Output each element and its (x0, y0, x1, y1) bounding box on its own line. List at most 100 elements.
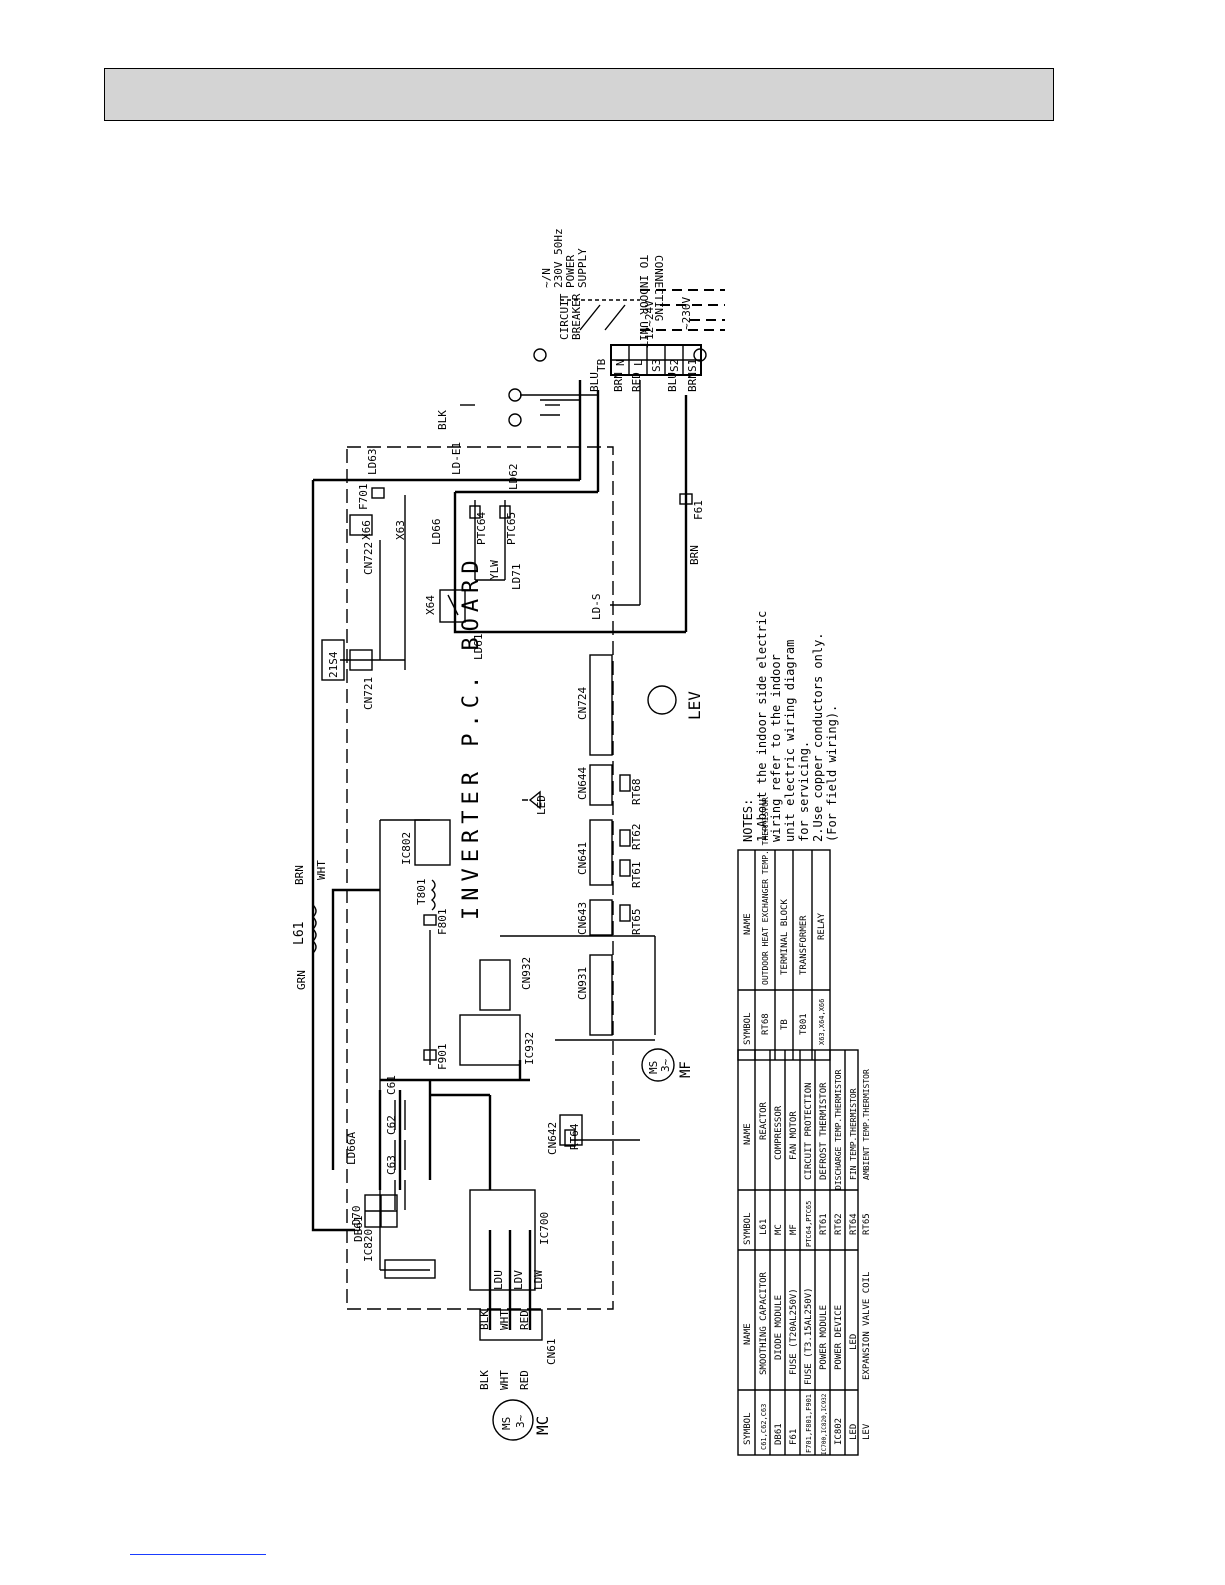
legend2-r2-c4: COMPRESSOR (774, 1105, 784, 1160)
cn722-label: CN722 (362, 542, 375, 575)
cn932-connector (479, 959, 511, 1011)
legend2-r5-c1: IC700,IC820,IC932 (821, 1393, 828, 1455)
tb-wire-1: BLU (588, 372, 601, 392)
legend1-header-name: NAME (743, 913, 753, 935)
wire-blk-cn61: BLK (478, 1310, 491, 1330)
legend2-r1-c2: SMOOTHING CAPACITOR (759, 1271, 769, 1375)
legend1-r1-symbol: RT68 (761, 1013, 771, 1035)
ptc65 (499, 505, 511, 519)
ms3-label-compressor: 3~ (514, 1414, 527, 1428)
led-icon (522, 790, 541, 810)
ptc64-label: PTC64 (475, 512, 488, 545)
rt65-label: RT65 (630, 909, 643, 936)
cn643-label: CN643 (576, 902, 589, 935)
legend1-r4-name: RELAY (817, 912, 827, 940)
t801-label: T801 (415, 879, 428, 906)
power-label-1: ~/N (540, 268, 553, 288)
power-label-2: 230V 50Hz (552, 228, 565, 288)
ld61-label: LD61 (472, 634, 485, 661)
ms-label-compressor: MS (500, 1417, 513, 1430)
rt68-label: RT68 (630, 779, 643, 806)
wire-wht-cn61: WHT (498, 1310, 511, 1330)
legend2-r4-c2: FUSE (T3.15AL250V) (804, 1287, 814, 1385)
ldv-label: LDV (512, 1270, 525, 1290)
wire-red-mc: RED (518, 1370, 531, 1390)
c62-label: C62 (385, 1115, 398, 1135)
ms-label-fan: MS (647, 1061, 660, 1074)
fuse-f801 (423, 914, 437, 926)
cn721-label: CN721 (362, 677, 375, 710)
ld-s-label: LD-S (590, 594, 603, 621)
legend2-header-name-1: NAME (743, 1323, 753, 1345)
wire-red-cn61: RED (518, 1310, 531, 1330)
cn644-connector (589, 764, 613, 806)
legend2-r6-c3: RT62 (834, 1213, 844, 1235)
cn641-connector (589, 819, 613, 886)
legend-table-2 (737, 1049, 859, 1456)
reactor-l61 (312, 904, 317, 954)
legend2-r1-c3: L61 (759, 1219, 769, 1235)
compressor-wires (488, 1230, 532, 1330)
ld-e1-label: LD-E1 (450, 442, 463, 475)
legend2-r8-c4: AMBIENT TEMP.THERMISTOR (862, 1069, 871, 1180)
relay-x64 (439, 589, 466, 623)
tb-pin-s2: S2 (668, 359, 681, 372)
fuse-f701 (371, 487, 385, 499)
f61-label: F61 (692, 500, 705, 520)
cn722-connector (349, 514, 373, 536)
ic802-device (414, 819, 451, 866)
c63-label: C63 (385, 1155, 398, 1175)
ic802-label: IC802 (400, 832, 413, 865)
ldu-label: LDU (492, 1270, 505, 1290)
wire-ylw: YLW (488, 560, 501, 580)
wire-blk-mc: BLK (478, 1370, 491, 1390)
cn931-connector (589, 954, 613, 1036)
legend2-r7-c1: LED (849, 1424, 859, 1440)
labels: INVERTER P.C. BOARD ~/N 230V 50Hz POWER … (292, 228, 872, 1455)
lev-motor (647, 685, 677, 715)
notes-line-3: unit electric wiring diagram (783, 640, 797, 842)
tb-pin-l: L (632, 359, 645, 366)
legend2-r3-c3: MF (789, 1224, 799, 1235)
notes-line-4: for servicing. (797, 741, 811, 842)
tb-wire-2: BRN (612, 372, 625, 392)
ld70-label: LD70 (350, 1206, 363, 1233)
legend2-r3-c2: FUSE (T20AL250V) (789, 1288, 799, 1375)
legend2-r6-c2: POWER DEVICE (834, 1305, 844, 1370)
ld66-label: LD66 (430, 519, 443, 546)
db61-label: DB61 (352, 1216, 365, 1243)
tb-pin-s1: S1 (686, 359, 699, 372)
legend1-header-symbol: SYMBOL (743, 1012, 753, 1045)
dc-voltage-label: 12~24V (643, 300, 656, 340)
c61-label: C61 (385, 1075, 398, 1095)
ic700-label: IC700 (538, 1212, 551, 1245)
ground-symbols (460, 348, 707, 427)
l61-label: L61 (292, 922, 307, 945)
mf-label: MF (678, 1061, 694, 1078)
legend2-header-symbol-2: SYMBOL (743, 1212, 753, 1245)
legend2-r2-c3: MC (774, 1224, 784, 1235)
wire-wht-l61: WHT (315, 860, 328, 880)
indoor-label-1: TO INDOOR UNIT (637, 255, 650, 348)
legend2-r6-c1: IC802 (834, 1418, 844, 1445)
cn721-connector (349, 649, 373, 671)
legend2-r2-c1: DB61 (774, 1423, 784, 1445)
cn642-label: CN642 (546, 1122, 559, 1155)
legend2-r4-c3: PTC64,PTC65 (805, 1201, 813, 1247)
cn724-connector (589, 654, 613, 756)
thin-wires (340, 380, 656, 1271)
legend2-r5-c4: DEFROST THERMISTOR (819, 1082, 829, 1180)
cn641-label: CN641 (576, 842, 589, 875)
legend2-r8-c2: EXPANSION VALVE COIL (862, 1272, 872, 1380)
footer-link-underline[interactable] (130, 1554, 266, 1555)
notes-title: NOTES: (741, 799, 755, 842)
power-label-4: SUPPLY (576, 248, 589, 288)
legend2-r1-c4: REACTOR (759, 1101, 769, 1140)
ld66a-label: LD66A (345, 1132, 358, 1165)
wire-wht-mc: WHT (498, 1370, 511, 1390)
legend1-r3-name: TRANSFORMER (799, 915, 809, 975)
legend2-r7-c2: LED (849, 1334, 859, 1350)
ptc65-label: PTC65 (505, 512, 518, 545)
